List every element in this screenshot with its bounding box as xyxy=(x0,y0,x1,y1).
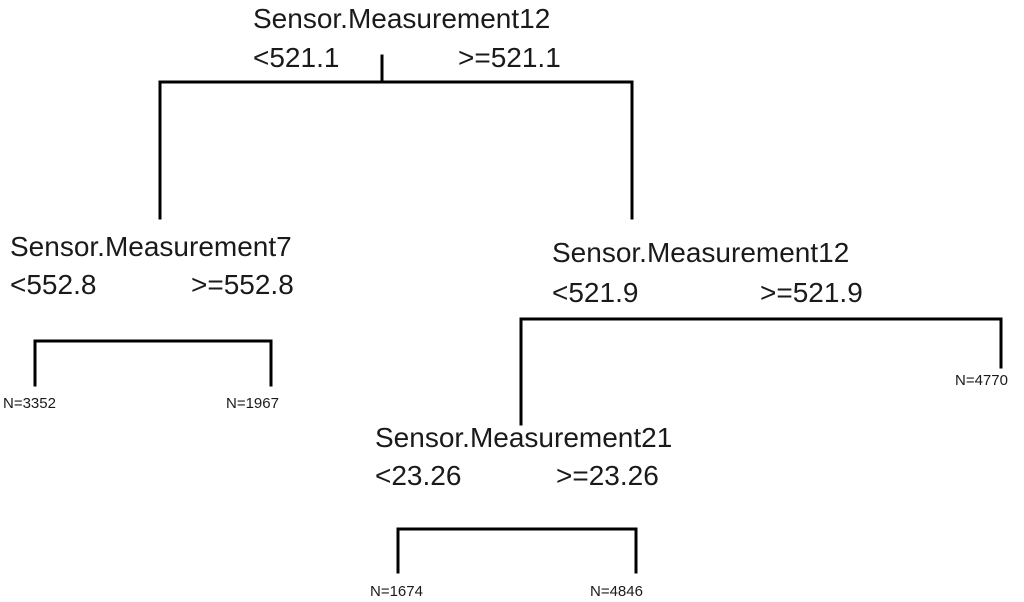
left-left-condition: <552.8 xyxy=(10,269,96,300)
deep-right-condition: >=23.26 xyxy=(556,460,659,491)
right-split-variable: Sensor.Measurement12 xyxy=(552,237,849,268)
right-right-condition: >=521.9 xyxy=(760,277,863,308)
root-right-condition: >=521.1 xyxy=(458,42,561,73)
right-left-condition: <521.9 xyxy=(552,277,638,308)
left-right-condition: >=552.8 xyxy=(191,269,294,300)
deep-split-variable: Sensor.Measurement21 xyxy=(375,422,672,453)
root-left-condition: <521.1 xyxy=(253,42,339,73)
root-split-variable: Sensor.Measurement12 xyxy=(253,3,550,34)
leaf-n-1674: N=1674 xyxy=(370,583,423,600)
leaf-n-3352: N=3352 xyxy=(3,395,56,412)
left-split-variable: Sensor.Measurement7 xyxy=(10,231,292,262)
leaf-n-4846: N=4846 xyxy=(590,583,643,600)
deep-left-condition: <23.26 xyxy=(375,460,461,491)
leaf-n-1967: N=1967 xyxy=(226,395,279,412)
leaf-n-4770: N=4770 xyxy=(955,372,1008,389)
